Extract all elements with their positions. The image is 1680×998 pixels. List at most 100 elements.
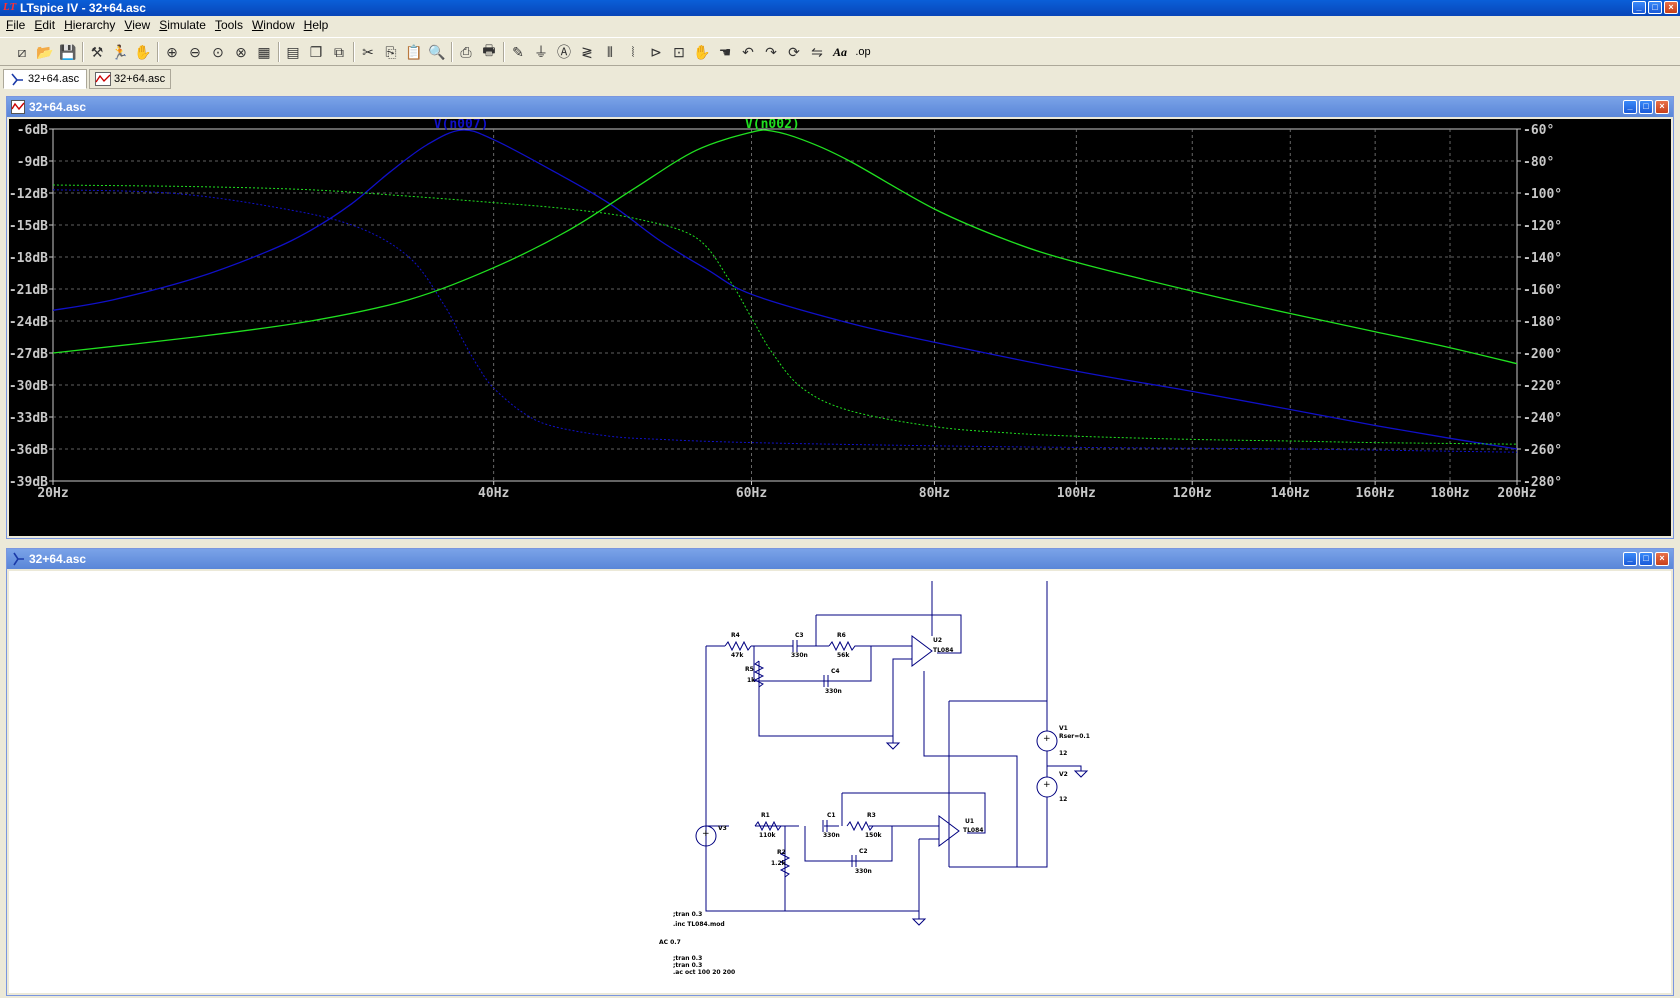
- print-setup-icon[interactable]: ⎙: [460, 43, 472, 60]
- move-icon[interactable]: ✋: [693, 43, 711, 60]
- document-tab-strip: 32+64.asc 32+64.asc: [0, 67, 1680, 90]
- open-icon[interactable]: 📂: [36, 43, 54, 60]
- source-v2: [1036, 776, 1058, 798]
- schematic-close-button[interactable]: ×: [1655, 552, 1669, 566]
- spice-directive-icon[interactable]: .op: [855, 46, 871, 58]
- rotate-icon[interactable]: ⟳: [788, 43, 800, 60]
- zoom-in-icon[interactable]: ⊕: [166, 43, 178, 60]
- resistor-r5: [753, 660, 765, 688]
- menu-help[interactable]: Help: [303, 18, 329, 32]
- undo-icon[interactable]: ↶: [742, 43, 754, 60]
- tile-icon[interactable]: ▤: [286, 43, 300, 60]
- menu-tools[interactable]: Tools: [214, 18, 243, 32]
- drag-icon[interactable]: ☚: [718, 43, 732, 60]
- halt-icon[interactable]: ✋: [134, 43, 152, 60]
- value-r2: 1.2k: [771, 860, 787, 867]
- directive-5: ;tran 0.3: [673, 962, 702, 969]
- value-u1: TL084: [963, 827, 983, 834]
- svg-text:+: +: [1043, 780, 1051, 790]
- zoom-out-icon[interactable]: ⊖: [189, 43, 201, 60]
- directive-3: AC 0.7: [659, 939, 681, 946]
- inductor-icon[interactable]: ⦚: [631, 43, 635, 60]
- redo-icon[interactable]: ↷: [765, 43, 777, 60]
- schematic-canvas[interactable]: +++ R4 47k C3 330n R6 56k U2 TL084 R5 1k…: [9, 571, 1671, 993]
- y-left-tick-label: -6dB: [17, 123, 48, 138]
- y-right-tick-label: -100°: [1523, 187, 1562, 202]
- print-icon[interactable]: 🖶: [482, 42, 496, 58]
- menu-view[interactable]: View: [124, 18, 151, 32]
- paste-icon[interactable]: 📋: [405, 43, 423, 60]
- y-right-tick-label: -220°: [1523, 379, 1562, 394]
- opamp-u1: [938, 815, 960, 847]
- menu-window[interactable]: Window: [251, 18, 295, 32]
- waveform-maximize-button[interactable]: □: [1639, 100, 1653, 114]
- source-v1: [1036, 730, 1058, 752]
- cut-icon[interactable]: ✂: [362, 43, 374, 60]
- toolbar: ⧄ 📂 💾 ⚒ 🏃 ✋ ⊕ ⊖ ⊙ ⊗ ▦ ▤ ❐ ⧉ ✂ ⎘ 📋 🔍 ⎙ 🖶 ✎ ⏚ Ⓐ ≷ ⫴ ⦚ ⊳ ⊡ ✋ ☚ ↶ ↷ ⟳ ⇋ Aa .op: [0, 37, 1680, 66]
- zoom-area-icon[interactable]: ⊙: [212, 43, 224, 60]
- x-tick-label: 120Hz: [1173, 486, 1212, 501]
- save-icon[interactable]: 💾: [59, 43, 77, 60]
- schematic-wires: [705, 581, 1082, 919]
- text-icon[interactable]: Aa: [832, 44, 847, 59]
- schematic-window: 32+64.asc _ □ ×: [6, 548, 1674, 996]
- resistor-r1: [754, 820, 782, 832]
- label-c3: C3: [795, 632, 804, 639]
- mirror-icon[interactable]: ⇋: [811, 43, 823, 60]
- value-r4: 47k: [731, 652, 744, 659]
- y-left-tick-label: -39dB: [9, 475, 48, 490]
- resistor-r4: [724, 640, 752, 652]
- schematic-maximize-button[interactable]: □: [1639, 552, 1653, 566]
- maximize-button[interactable]: □: [1648, 1, 1662, 14]
- value-r5: 1k: [747, 677, 756, 684]
- schematic-window-title: 32+64.asc: [29, 552, 87, 566]
- component-icon[interactable]: ⊡: [673, 43, 685, 60]
- find-icon[interactable]: 🔍: [428, 43, 446, 60]
- menu-hierarchy[interactable]: Hierarchy: [64, 18, 116, 32]
- waveform-minimize-button[interactable]: _: [1623, 100, 1637, 114]
- wire-icon[interactable]: ✎: [512, 43, 524, 60]
- label-r5: R5: [745, 666, 754, 673]
- y-right-tick-label: -120°: [1523, 219, 1562, 234]
- zoom-fit-icon[interactable]: ⊗: [235, 43, 247, 60]
- tab-schematic[interactable]: 32+64.asc: [3, 69, 87, 89]
- schematic-labels: R4 47k C3 330n R6 56k U2 TL084 R5 1k C4 …: [659, 632, 1090, 976]
- new-schematic-icon[interactable]: ⧄: [17, 43, 27, 60]
- copy-icon[interactable]: ⎘: [385, 43, 397, 60]
- menu-edit[interactable]: Edit: [34, 18, 56, 32]
- value-v2: 12: [1059, 796, 1067, 803]
- series-v-n007-phase: [52, 189, 1518, 453]
- run-icon[interactable]: 🏃: [111, 43, 129, 60]
- cascade-icon[interactable]: ❐: [309, 43, 323, 60]
- menu-simulate[interactable]: Simulate: [159, 18, 206, 32]
- control-panel-icon[interactable]: ⚒: [90, 43, 104, 60]
- value-c1: 330n: [823, 832, 840, 839]
- schematic-icon: [11, 73, 23, 86]
- ground-1: [885, 742, 901, 750]
- value-v1: 12: [1059, 750, 1067, 757]
- label-r3: R3: [867, 812, 876, 819]
- toolbar-separator: [82, 42, 84, 62]
- tab-waveform[interactable]: 32+64.asc: [89, 69, 171, 89]
- close-button[interactable]: ×: [1664, 1, 1678, 14]
- ground-icon[interactable]: ⏚: [534, 44, 548, 60]
- minimize-button[interactable]: _: [1632, 1, 1646, 14]
- directive-4: ;tran 0.3: [673, 955, 702, 962]
- label-icon[interactable]: Ⓐ: [557, 44, 571, 60]
- diode-icon[interactable]: ⊳: [650, 43, 662, 60]
- label-v1: V1: [1059, 725, 1068, 732]
- autorange-icon[interactable]: ▦: [257, 43, 271, 60]
- close-all-icon[interactable]: ⧉: [334, 43, 344, 60]
- value-r3: 150k: [865, 832, 883, 839]
- waveform-window-title-bar: 32+64.asc _ □ ×: [7, 97, 1673, 117]
- source-v3: [695, 825, 717, 847]
- menu-file[interactable]: File: [6, 18, 26, 32]
- waveform-close-button[interactable]: ×: [1655, 100, 1669, 114]
- capacitor-icon[interactable]: ⫴: [607, 43, 613, 60]
- y-left-tick-label: -21dB: [9, 283, 48, 298]
- schematic-minimize-button[interactable]: _: [1623, 552, 1637, 566]
- label-c1: C1: [827, 812, 836, 819]
- app-title: LTspice IV - 32+64.asc: [20, 1, 146, 15]
- resistor-icon[interactable]: ≷: [581, 43, 593, 60]
